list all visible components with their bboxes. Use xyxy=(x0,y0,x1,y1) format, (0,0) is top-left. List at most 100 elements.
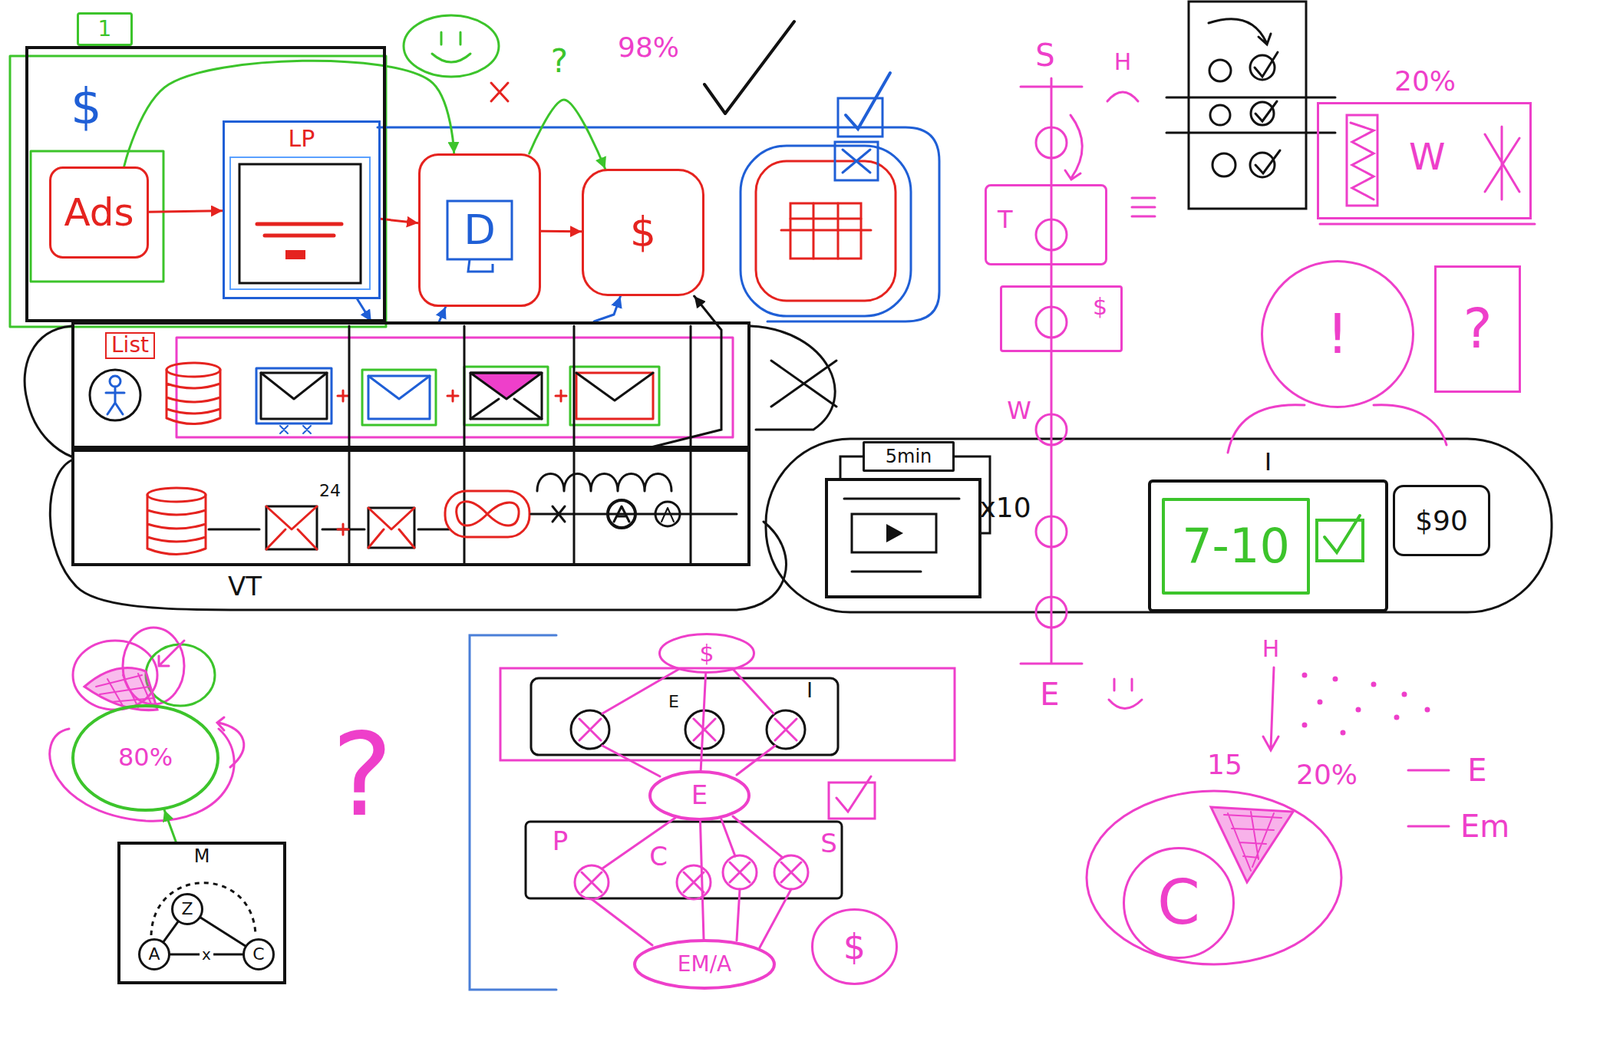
timeline-part xyxy=(1035,127,1067,159)
note-label: x10 xyxy=(979,492,1031,524)
tree-structure-part xyxy=(828,782,875,819)
share-chart-part xyxy=(1303,673,1307,677)
connector xyxy=(163,922,178,942)
band-outlines-part xyxy=(750,326,835,430)
writing-marks xyxy=(1319,115,1535,225)
note-label: E xyxy=(668,692,680,712)
tree-structure-part xyxy=(525,821,842,899)
checklist-part xyxy=(1209,59,1231,82)
vt-contents-part xyxy=(147,488,206,502)
crossed-page-part xyxy=(781,203,871,259)
node-outline-shape xyxy=(812,910,898,985)
circle-node: A xyxy=(138,938,171,971)
timeline-part xyxy=(1035,516,1067,548)
tree-structure-part xyxy=(531,678,838,756)
page-icon-part xyxy=(285,250,306,260)
list-contents-part xyxy=(176,337,733,438)
node-outline-shape xyxy=(139,940,170,970)
timeline-part xyxy=(1035,597,1067,628)
connector xyxy=(644,296,722,449)
node-text: 7-10 xyxy=(1181,520,1290,573)
list-contents-part xyxy=(109,376,121,387)
tree-structure-part xyxy=(579,719,797,741)
vt-contents-part xyxy=(337,524,349,535)
money-ellipse: $ xyxy=(658,633,756,674)
list-contents-part xyxy=(89,369,141,421)
result-ellipse: EM/A xyxy=(633,939,776,990)
note-label: 24 xyxy=(319,481,341,501)
video-tab: 5min xyxy=(862,441,955,472)
download-icon-part xyxy=(468,259,493,272)
connector xyxy=(380,218,419,224)
node-text: LP xyxy=(288,125,316,152)
list-contents-part xyxy=(105,386,125,415)
note-label: S xyxy=(820,829,838,858)
tree-structure-part xyxy=(591,889,792,948)
crossed-page xyxy=(740,72,911,317)
note-label: 98% xyxy=(617,32,680,63)
connector xyxy=(164,810,176,842)
percent-box: 20%W xyxy=(1316,102,1532,220)
writing-marks-part xyxy=(1346,115,1378,206)
crossed-page-part xyxy=(837,98,883,137)
share-chart-part xyxy=(1318,700,1322,704)
node-text: T xyxy=(997,206,1013,234)
list-band: List xyxy=(71,321,751,449)
vt-contents-part xyxy=(537,474,672,492)
note-label: H xyxy=(1262,636,1280,662)
sale-box: $ xyxy=(581,168,705,297)
node-outline-shape xyxy=(1262,261,1414,408)
list-contents-part xyxy=(470,372,542,400)
node-outline-shape xyxy=(649,771,749,820)
funnel-outline xyxy=(9,56,940,327)
timeline xyxy=(1020,78,1155,710)
check-box xyxy=(1316,515,1363,561)
node-text: List xyxy=(105,332,156,360)
writing-marks-part xyxy=(1350,122,1374,200)
timeline-box: $ xyxy=(999,285,1123,353)
ads-box: Ads xyxy=(49,166,149,259)
price-box: $90 xyxy=(1392,484,1491,557)
share-chart-part xyxy=(1223,811,1282,871)
list-contents-part xyxy=(166,362,221,377)
node-text: Z xyxy=(181,900,193,919)
connector xyxy=(529,99,606,169)
check-box-part xyxy=(1324,515,1360,553)
band-outlines-part xyxy=(49,460,786,611)
node-outline-shape xyxy=(172,894,203,925)
node-text: A xyxy=(148,945,160,964)
crossed-page-part xyxy=(842,149,871,173)
checklist-part xyxy=(1254,52,1278,77)
timeline-box: T xyxy=(984,184,1108,266)
note-label: E xyxy=(1467,753,1487,788)
share-chart-part xyxy=(1402,692,1406,697)
crossed-page-part xyxy=(845,72,891,129)
face-circle: ! xyxy=(1260,260,1415,409)
connector xyxy=(201,917,246,947)
info-box: I7-10 xyxy=(1148,479,1389,613)
video-icon xyxy=(826,456,990,598)
connector xyxy=(541,230,582,234)
crossed-page-part xyxy=(834,141,878,181)
overlap-blobs-part xyxy=(145,644,215,706)
writing-marks-part xyxy=(1484,126,1520,200)
funnel-outline-part xyxy=(377,127,940,322)
vt-contents-part xyxy=(368,508,415,548)
list-contents-part xyxy=(280,425,311,434)
node-text: W xyxy=(1408,136,1445,178)
node-text: M xyxy=(194,846,211,867)
overlap-blobs-part xyxy=(95,673,154,708)
page-icon-part xyxy=(239,164,361,284)
checklist-part xyxy=(1208,19,1271,45)
head-shoulders xyxy=(1227,405,1447,453)
timeline-part xyxy=(1035,219,1067,251)
tree-structure-part xyxy=(602,669,776,777)
node-text: Ads xyxy=(63,191,134,235)
vt-contents-part xyxy=(208,528,449,532)
vt-contents-part xyxy=(368,508,415,548)
node-text: $ xyxy=(699,640,714,667)
list-contents-part xyxy=(576,372,654,419)
path-arc xyxy=(151,883,256,936)
